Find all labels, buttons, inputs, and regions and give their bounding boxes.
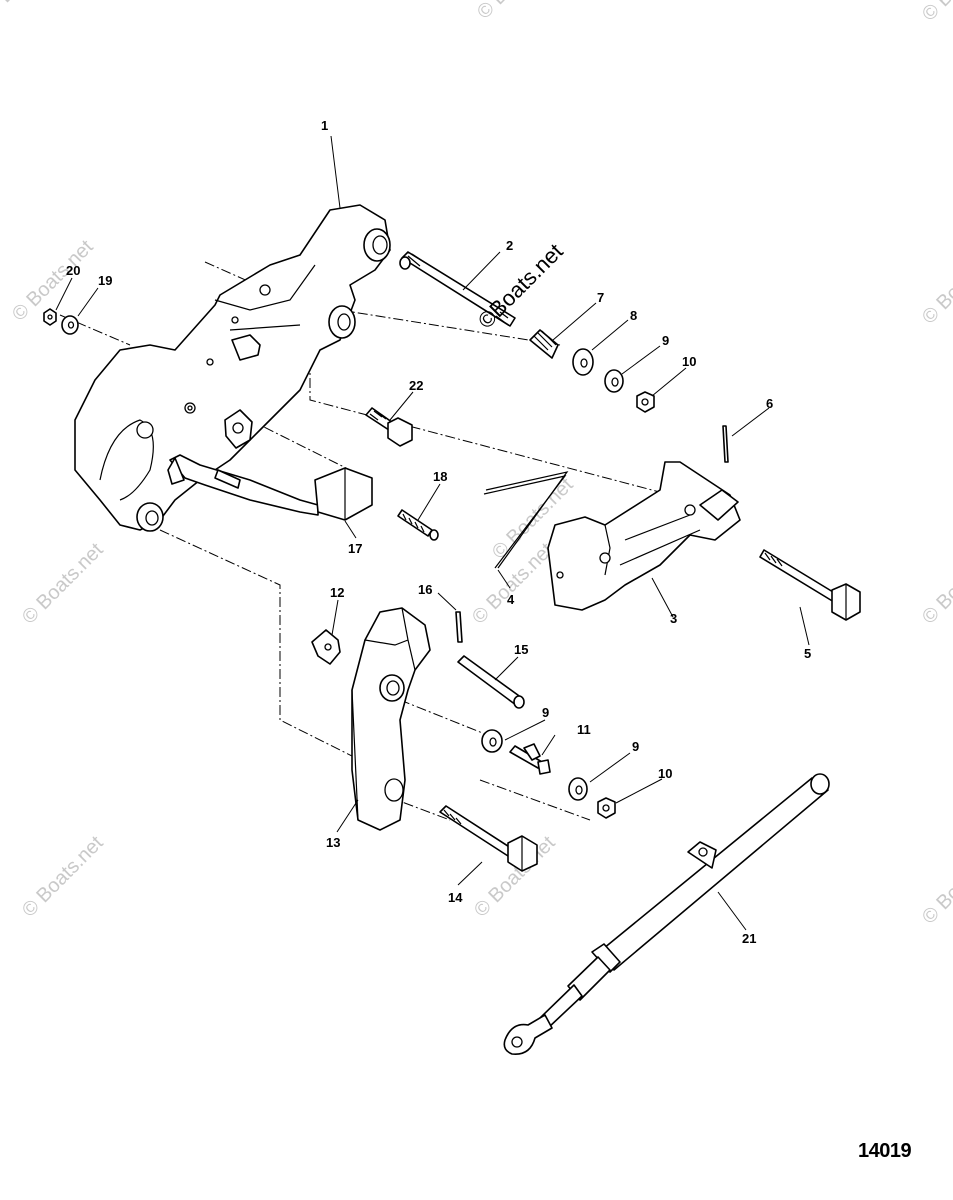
part-9-washer-middle xyxy=(481,729,503,753)
part-9-washer-top xyxy=(604,369,624,393)
part-6-pin xyxy=(722,425,729,463)
part-8-washer xyxy=(572,348,594,376)
part-11-stud xyxy=(509,743,551,775)
part-3-swivel-bracket xyxy=(547,461,741,611)
callout-16: 16 xyxy=(418,582,432,597)
part-9-washer-lower xyxy=(568,777,588,801)
part-19-washer-left xyxy=(61,315,79,335)
callout-2: 2 xyxy=(506,238,513,253)
part-16-pin xyxy=(455,611,463,643)
callout-15: 15 xyxy=(514,642,528,657)
watermark-tile: © Boats.net xyxy=(918,239,953,329)
part-1-transom-bracket xyxy=(74,204,391,532)
callout-13: 13 xyxy=(326,835,340,850)
callout-6: 6 xyxy=(766,396,773,411)
callout-10-lower: 10 xyxy=(658,766,672,781)
callout-12: 12 xyxy=(330,585,344,600)
callout-3: 3 xyxy=(670,611,677,626)
part-7-spring xyxy=(529,329,559,359)
callout-11: 11 xyxy=(577,722,591,737)
watermark-tile: © Boats.net xyxy=(18,539,108,629)
part-5-hex-bolt xyxy=(759,549,861,621)
figure-number: 14019 xyxy=(858,1140,912,1162)
callout-18: 18 xyxy=(433,469,447,484)
part-10-nut-top xyxy=(636,391,655,413)
part-17-trim-lever xyxy=(167,454,373,521)
watermark-tile: © Boats.net xyxy=(18,832,108,922)
callout-14: 14 xyxy=(448,890,463,905)
watermark-tile: © Boats.net xyxy=(0,0,70,22)
callout-labels: 1 2 3 4 5 6 7 8 9 10 11 12 13 14 15 16 1… xyxy=(66,118,811,946)
callout-10-top: 10 xyxy=(682,354,696,369)
watermark-tile: © Boats.net xyxy=(473,0,563,24)
callout-8: 8 xyxy=(630,308,637,323)
watermark-main: ©Boats.net xyxy=(473,239,568,334)
callout-9-middle: 9 xyxy=(542,705,549,720)
part-22-bolt xyxy=(365,407,413,447)
callout-21: 21 xyxy=(742,931,756,946)
callout-9-lower: 9 xyxy=(632,739,639,754)
part-14-hex-bolt xyxy=(439,805,538,872)
part-4-spring-wire xyxy=(483,471,569,569)
callout-17: 17 xyxy=(348,541,362,556)
part-2-pin xyxy=(399,251,516,327)
callout-9-top: 9 xyxy=(662,333,669,348)
callout-1: 1 xyxy=(321,118,328,133)
callout-19: 19 xyxy=(98,273,112,288)
callout-4: 4 xyxy=(507,592,515,607)
part-10-nut-lower xyxy=(597,797,616,819)
callout-22: 22 xyxy=(409,378,423,393)
part-20-nut-left xyxy=(43,308,57,326)
watermark-tile: © Boats.net xyxy=(918,839,953,929)
part-15-pin xyxy=(457,655,525,709)
leader-lines xyxy=(55,135,810,931)
part-12-clip xyxy=(311,629,341,665)
callout-20: 20 xyxy=(66,263,80,278)
callout-7: 7 xyxy=(597,290,604,305)
part-21-tilt-rod xyxy=(503,773,830,1055)
callout-5: 5 xyxy=(804,646,811,661)
watermark-tile: © Boats.net xyxy=(918,0,953,26)
part-13-lever-arm xyxy=(351,607,431,831)
part-18-screw xyxy=(397,509,439,541)
watermark-tile: © Boats.net xyxy=(918,539,953,629)
